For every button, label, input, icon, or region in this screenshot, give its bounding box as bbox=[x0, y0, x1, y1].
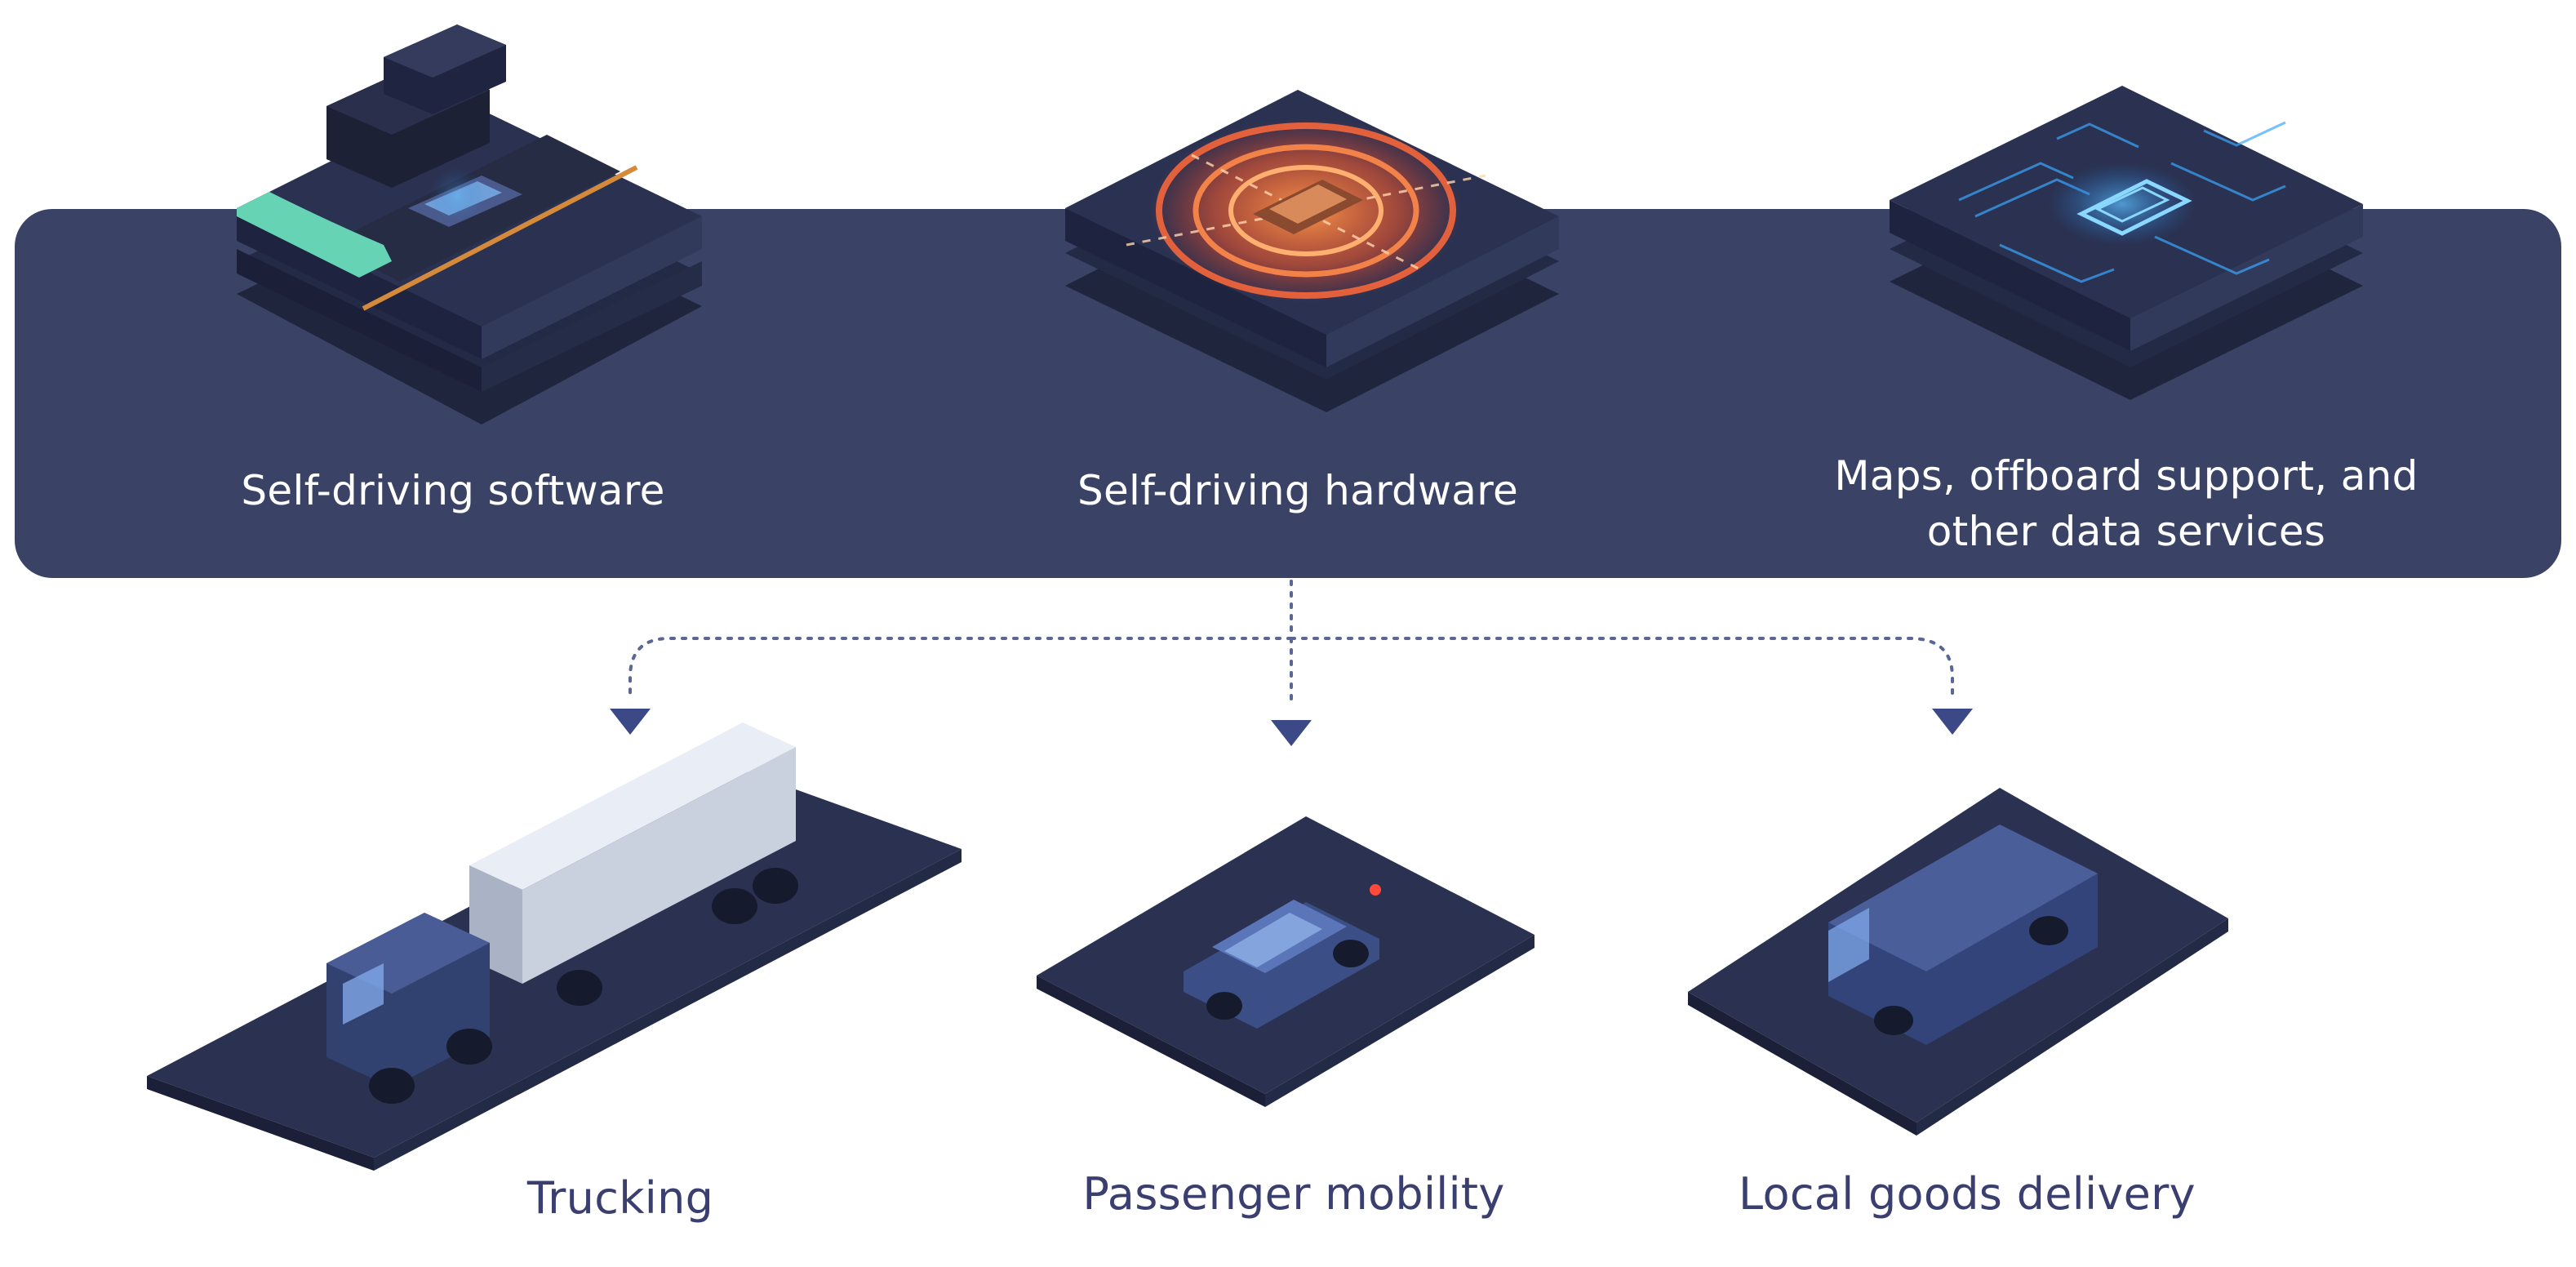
car-icon bbox=[1184, 884, 1381, 1029]
distribution-connector bbox=[628, 580, 1954, 702]
application-label-passenger: Passenger mobility bbox=[1082, 1168, 1505, 1220]
application-label-trucking: Trucking bbox=[526, 1172, 714, 1224]
software-car-icon bbox=[408, 168, 522, 227]
data-car-icon bbox=[2076, 179, 2192, 236]
data-services-tile-icon bbox=[1890, 86, 2363, 400]
arrow-to-passenger bbox=[1271, 720, 1312, 746]
truck-icon bbox=[326, 722, 798, 1104]
trucking-platform-icon bbox=[147, 722, 962, 1171]
application-label-delivery: Local goods delivery bbox=[1739, 1168, 2196, 1220]
passenger-platform-icon bbox=[1037, 816, 1534, 1107]
capability-label-hardware: Self-driving hardware bbox=[1077, 467, 1519, 514]
van-icon bbox=[1828, 825, 2098, 1045]
capability-label-software: Self-driving software bbox=[241, 467, 665, 514]
software-tile-icon bbox=[237, 24, 702, 425]
delivery-platform-icon bbox=[1688, 788, 2228, 1136]
arrow-to-trucking bbox=[610, 709, 651, 735]
arrow-to-delivery bbox=[1932, 709, 1973, 735]
hardware-tile-icon bbox=[1065, 90, 1559, 412]
hardware-car-icon bbox=[1253, 180, 1363, 234]
capability-label-data-services-line2: other data services bbox=[1926, 508, 2326, 555]
capability-label-data-services-line1: Maps, offboard support, and bbox=[1834, 452, 2418, 500]
